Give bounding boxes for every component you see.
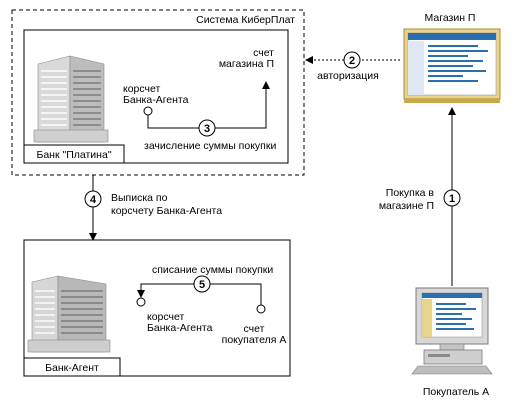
statement-text-1: Выписка по xyxy=(111,192,168,204)
shop-monitor-icon xyxy=(403,28,501,103)
bank-agent-label: Банк-Агент xyxy=(45,362,99,374)
step-2-marker xyxy=(343,51,361,69)
bank-platina-building-icon xyxy=(33,55,109,143)
shop-account-label-1: счет xyxy=(253,47,274,59)
step-1-marker xyxy=(443,189,461,207)
step-3-number: 3 xyxy=(204,123,210,135)
buyer-computer-icon xyxy=(411,287,493,375)
bank-platina-label-box xyxy=(23,144,125,164)
step-2-text: авторизация xyxy=(317,70,379,82)
step-5-text: списание суммы покупки xyxy=(152,264,273,276)
step-1-number: 1 xyxy=(449,193,455,205)
statement-text-2: корсчету Банка-Агента xyxy=(111,205,222,217)
bank-agent-agent-account-label-1: корсчет xyxy=(147,311,184,323)
shop-account-label-2: магазина П xyxy=(219,58,274,70)
buyer-account-label-1: счет xyxy=(244,323,265,335)
system-title: Система КиберПлат xyxy=(196,14,295,26)
step-5-marker xyxy=(193,275,211,293)
bank-agent-agent-account-label-2: Банка-Агента xyxy=(147,322,213,334)
bank-platina-agent-account-label-2: Банка-Агента xyxy=(123,94,189,106)
bank-agent-building-icon xyxy=(27,275,111,353)
bank-platina-label: Банк "Платина" xyxy=(36,149,111,161)
bank-agent-label-box xyxy=(23,357,121,377)
step-3-marker xyxy=(198,119,216,137)
system-kiberplat-frame xyxy=(11,9,305,176)
buyer-account-node xyxy=(256,304,266,314)
step-2-number: 2 xyxy=(349,55,355,67)
purchase-text-1: Покупка в xyxy=(386,187,435,199)
shop-title: Магазин П xyxy=(425,12,476,24)
step-5-number: 5 xyxy=(199,279,205,291)
buyer-label: Покупатель А xyxy=(423,386,489,398)
bank-platina-agent-account-node xyxy=(143,106,153,116)
step-3-text: зачисление суммы покупки xyxy=(144,140,276,152)
bank-agent-agent-account-node xyxy=(136,297,146,307)
purchase-text-2: магазине П xyxy=(379,200,434,212)
bank-platina-agent-account-label-1: корсчет xyxy=(123,83,160,95)
step-4-number: 4 xyxy=(90,194,97,206)
buyer-account-label-2: покупателя А xyxy=(222,334,287,346)
step-4-marker xyxy=(84,190,102,208)
